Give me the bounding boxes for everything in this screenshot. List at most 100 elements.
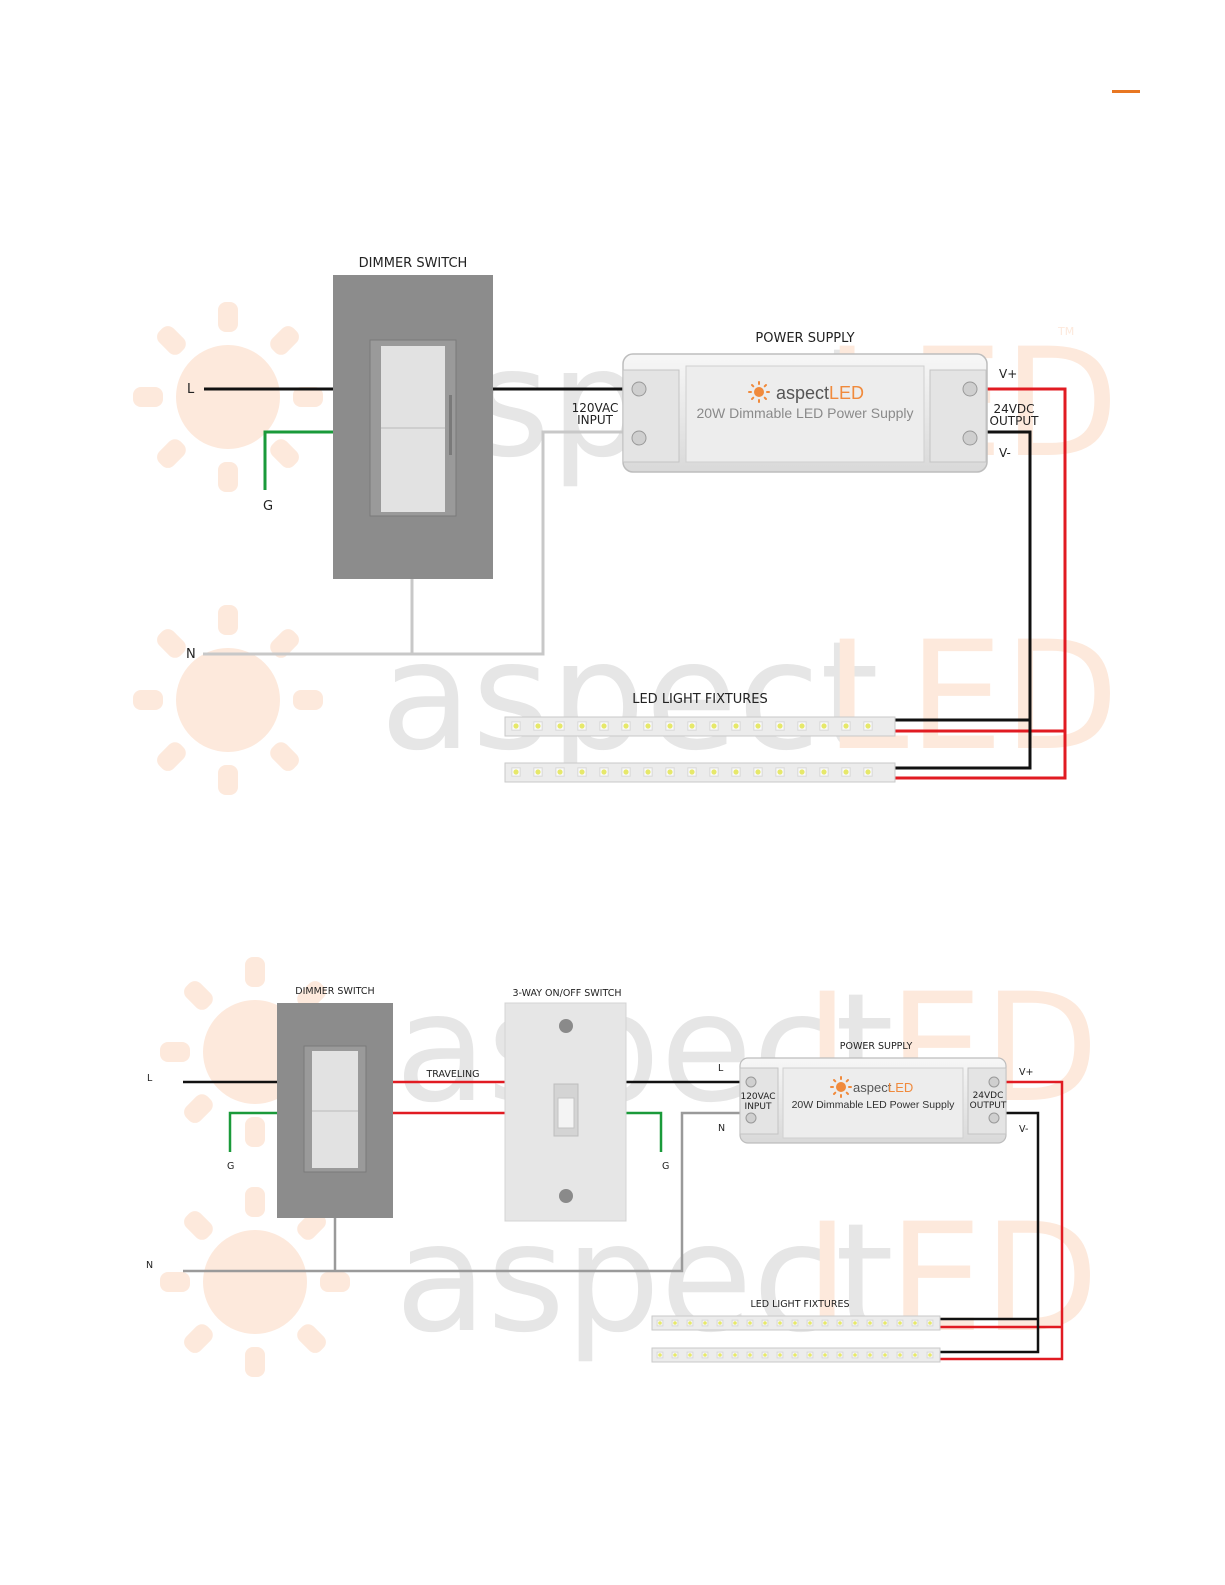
led-chip-light (689, 769, 695, 775)
led-chip-light (623, 769, 629, 775)
led-chip-light (865, 769, 871, 775)
diagram-1: aspect LED TM aspect LED (133, 256, 1119, 795)
output-label-line2: OUTPUT (970, 1101, 1007, 1111)
dimmer-switch-title: DIMMER SWITCH (295, 986, 374, 997)
brand-sun-icon (748, 381, 770, 403)
led-chip-light (928, 1353, 932, 1357)
led-chip-light (793, 1321, 797, 1325)
brand-sun-icon (830, 1076, 852, 1098)
vplus-wire (895, 387, 1067, 780)
neutral-wire (183, 1111, 740, 1273)
led-chip-light (733, 1353, 737, 1357)
neutral-wire (203, 430, 625, 656)
led-chip-light (673, 1321, 677, 1325)
led-chip-light (689, 723, 695, 729)
vplus-label: V+ (1019, 1067, 1033, 1078)
led-chip-light (688, 1353, 692, 1357)
line-label: L (187, 382, 195, 397)
led-chip-light (579, 723, 585, 729)
led-chips (511, 721, 873, 777)
psu-product-label: 20W Dimmable LED Power Supply (696, 405, 913, 421)
led-chip-light (688, 1321, 692, 1325)
led-chip-light (711, 769, 717, 775)
sun-logo-icon (133, 605, 323, 795)
power-supply-title: POWER SUPPLY (840, 1041, 913, 1052)
led-chip-light (623, 723, 629, 729)
output-label-line1: 24VDC (973, 1091, 1004, 1101)
led-chip-light (865, 723, 871, 729)
led-chip-light (763, 1353, 767, 1357)
neutral-label: N (146, 1260, 153, 1271)
watermark-brand-right: LED (805, 1192, 1099, 1366)
led-chip-light (703, 1353, 707, 1357)
led-chip-light (748, 1321, 752, 1325)
psu-brand-left: aspect (776, 383, 829, 403)
led-chip-light (658, 1321, 662, 1325)
input-label-line1: 120VAC (572, 401, 619, 415)
psu-brand-left: aspect (853, 1080, 892, 1095)
led-chip-light (755, 769, 761, 775)
led-chip-light (913, 1353, 917, 1357)
dimmer-switch-title: DIMMER SWITCH (359, 256, 468, 271)
led-chip-light (853, 1353, 857, 1357)
watermark-brand-right: LED (825, 610, 1119, 784)
led-chip-light (823, 1353, 827, 1357)
three-way-switch-title: 3-WAY ON/OFF SWITCH (512, 988, 621, 999)
led-chip-light (838, 1321, 842, 1325)
watermark-1b: aspect LED (133, 605, 1119, 795)
led-chip-light (853, 1321, 857, 1325)
led-chip-light (868, 1353, 872, 1357)
vminus-label: V- (999, 446, 1011, 460)
led-chip-light (557, 769, 563, 775)
psu-line-label: L (718, 1063, 724, 1074)
vplus-wire (940, 1080, 1064, 1361)
led-chip-light (821, 769, 827, 775)
ground-label: G (263, 499, 273, 514)
screw-icon (559, 1189, 573, 1203)
led-chip-light (658, 1353, 662, 1357)
led-chip-light (711, 723, 717, 729)
led-chip-light (703, 1321, 707, 1325)
led-chip-light (513, 769, 519, 775)
line-label: L (147, 1073, 153, 1084)
led-chip-light (667, 723, 673, 729)
three-way-switch (504, 1002, 627, 1222)
led-chip-light (883, 1353, 887, 1357)
led-fixtures-title: LED LIGHT FIXTURES (632, 692, 768, 707)
psu-neutral-label: N (718, 1123, 725, 1134)
traveling-label: TRAVELING (426, 1069, 480, 1080)
led-chip-light (793, 1353, 797, 1357)
led-chip-light (673, 1353, 677, 1357)
screw-icon (559, 1019, 573, 1033)
led-chip-light (718, 1321, 722, 1325)
led-chip-light (777, 723, 783, 729)
led-chip-light (778, 1353, 782, 1357)
led-chip-light (778, 1321, 782, 1325)
led-chips (656, 1319, 934, 1359)
led-chip-light (898, 1321, 902, 1325)
led-chip-light (777, 769, 783, 775)
led-chip-light (601, 723, 607, 729)
psu-brand-right: LED (829, 383, 864, 403)
watermark-brand-left: aspect (380, 610, 879, 784)
ground-wire-left (228, 1111, 277, 1152)
led-chip-light (799, 723, 805, 729)
led-chip-light (763, 1321, 767, 1325)
led-chip-light (733, 769, 739, 775)
led-chip-light (913, 1321, 917, 1325)
sun-logo-icon (133, 302, 323, 492)
led-chip-light (808, 1321, 812, 1325)
ground-label-left: G (227, 1161, 234, 1172)
power-supply-2: aspect LED 20W Dimmable LED Power Supply (739, 1057, 1007, 1144)
vminus-label: V- (1019, 1124, 1028, 1135)
led-chip-light (755, 723, 761, 729)
led-chip-light (513, 723, 519, 729)
vplus-label: V+ (999, 367, 1017, 381)
watermark-tm: TM (1057, 325, 1074, 338)
psu-product-label: 20W Dimmable LED Power Supply (792, 1099, 956, 1111)
led-chip-light (601, 769, 607, 775)
neutral-label: N (186, 647, 196, 662)
led-chip-light (557, 723, 563, 729)
led-chip-light (579, 769, 585, 775)
